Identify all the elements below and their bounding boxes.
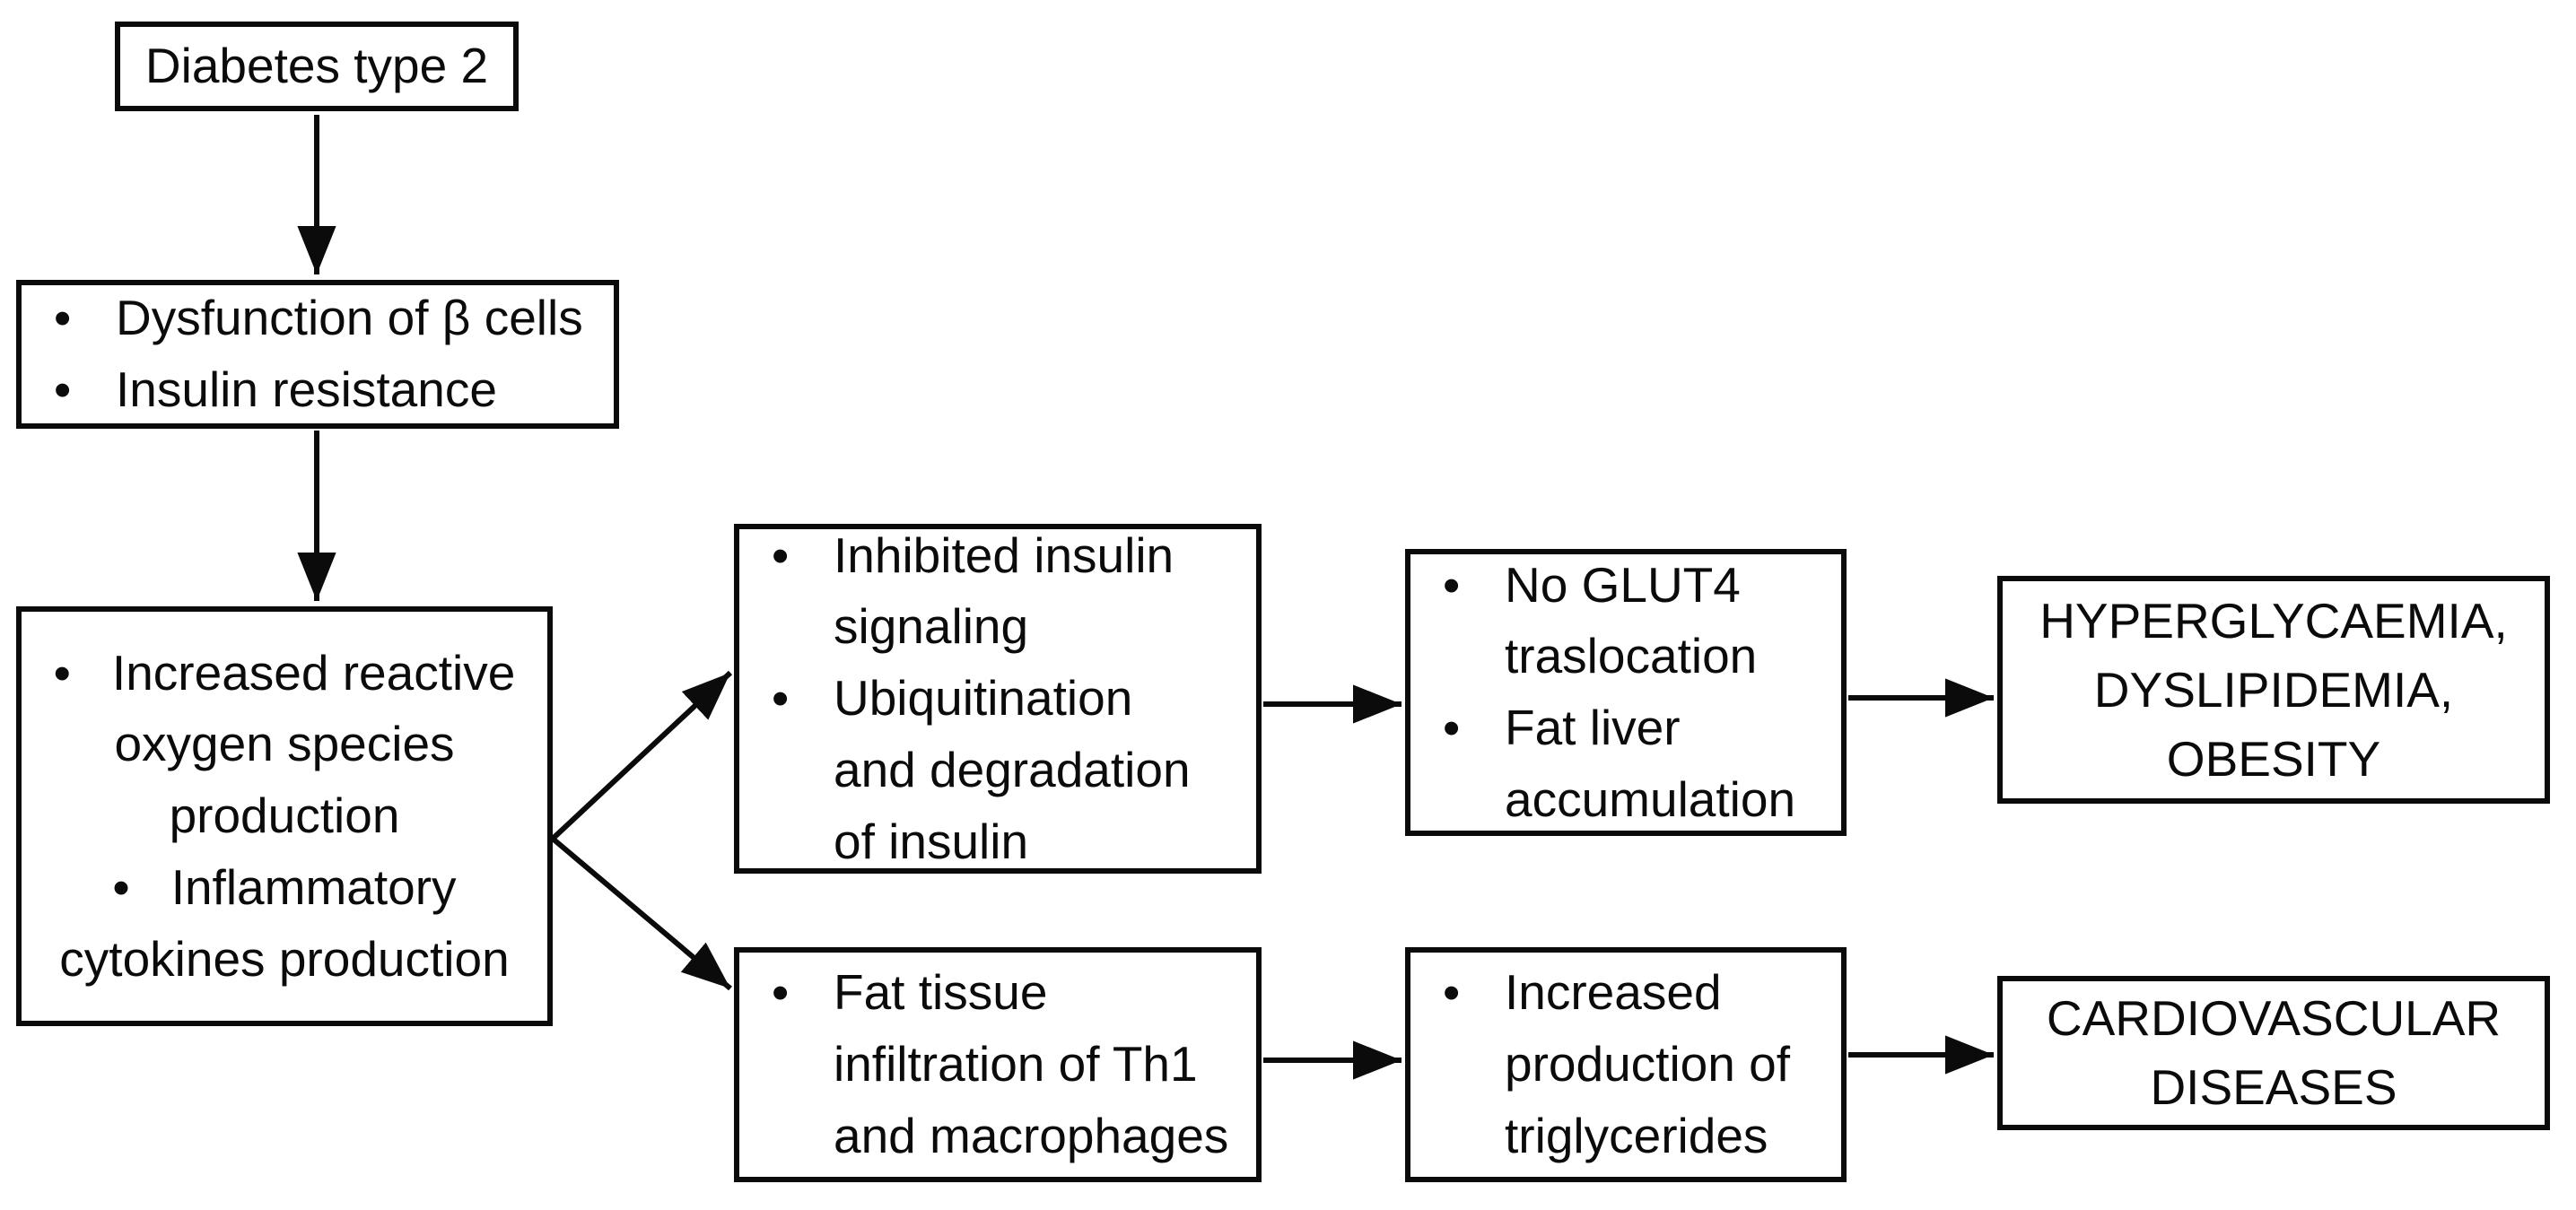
- node-increased-triglycerides: Increased production of triglycerides: [1405, 947, 1847, 1182]
- node-hyperglycaemia-dyslipidemia-obesity: HYPERGLYCAEMIA, DYSLIPIDEMIA, OBESITY: [1997, 576, 2550, 804]
- node-line: DYSLIPIDEMIA,: [2093, 661, 2454, 718]
- bullet-item: Fat tissue infiltration of Th1 and macro…: [739, 957, 1243, 1171]
- arrow-ros-to-insulin-signaling: [550, 670, 733, 841]
- node-cardiovascular-diseases: CARDIOVASCULAR DISEASES: [1997, 976, 2550, 1130]
- node-beta-cell-dysfunction: Dysfunction of β cells Insulin resistanc…: [16, 280, 619, 429]
- node-inhibited-insulin-signaling: Inhibited insulin signaling Ubiquitinati…: [734, 520, 1262, 877]
- node-reactive-oxygen-species: Increased reactive oxygen species produc…: [16, 606, 553, 1026]
- bullet-item: Increased reactive oxygen species produc…: [34, 638, 535, 852]
- bullet-item: Insulin resistance: [22, 354, 608, 426]
- bullet-item: Ubiquitination and degradation of insuli…: [739, 663, 1202, 877]
- bullet-item: Fat liver accumulation: [1410, 692, 1814, 836]
- node-line: OBESITY: [2166, 730, 2381, 787]
- node-line: HYPERGLYCAEMIA,: [2039, 592, 2508, 649]
- node-diabetes-label: Diabetes type 2: [144, 38, 489, 94]
- arrow-ros-to-fat-tissue: [551, 836, 732, 991]
- bullet-item: Increased production of triglycerides: [1410, 957, 1828, 1171]
- node-no-glut4-translocation: No GLUT4 traslocation Fat liver accumula…: [1405, 549, 1847, 836]
- node-diabetes-type-2: Diabetes type 2: [115, 22, 519, 111]
- node-line: DISEASES: [2150, 1059, 2397, 1115]
- bullet-item: Inhibited insulin signaling: [739, 520, 1202, 664]
- bullet-item: No GLUT4 traslocation: [1410, 550, 1814, 693]
- bullet-item: Inflammatory cytokines production: [34, 852, 535, 996]
- node-line: CARDIOVASCULAR: [2046, 990, 2502, 1046]
- bullet-item: Dysfunction of β cells: [22, 283, 608, 354]
- node-fat-tissue-infiltration: Fat tissue infiltration of Th1 and macro…: [734, 947, 1262, 1182]
